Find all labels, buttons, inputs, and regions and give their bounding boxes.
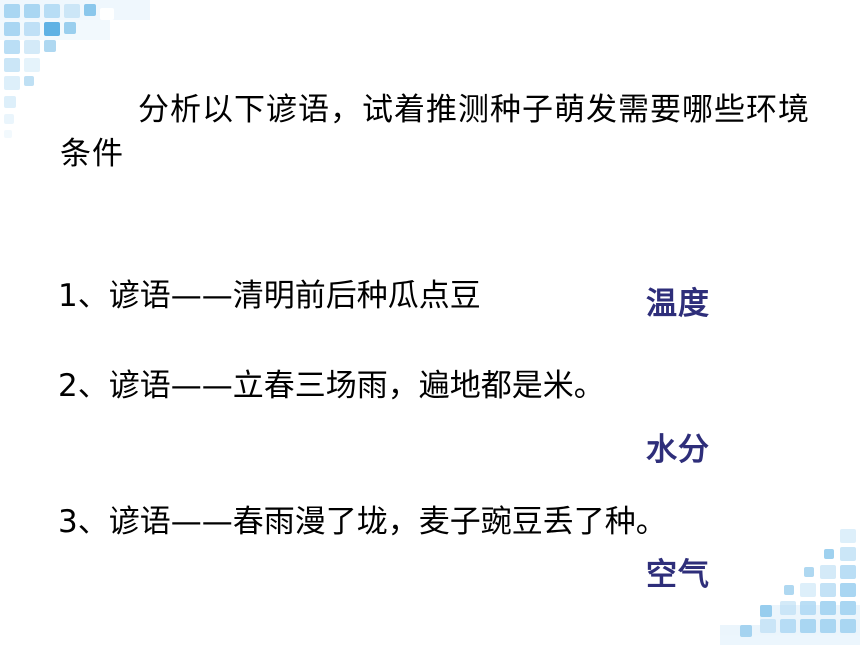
decorative-tiles-bottom-right [720,529,860,645]
answer-3: 空气 [646,557,710,593]
answer-1: 温度 [646,286,710,322]
proverb-3: 3、谚语——春雨漫了垅，麦子豌豆丢了种。 [58,504,667,540]
intro-question: 分析以下谚语，试着推测种子萌发需要哪些环境条件 [60,92,810,172]
answer-2: 水分 [646,432,710,468]
proverb-2: 2、谚语——立春三场雨，遍地都是米。 [58,368,605,404]
proverb-1: 1、谚语——清明前后种瓜点豆 [58,278,481,314]
decorative-tiles-top-left [0,0,150,138]
